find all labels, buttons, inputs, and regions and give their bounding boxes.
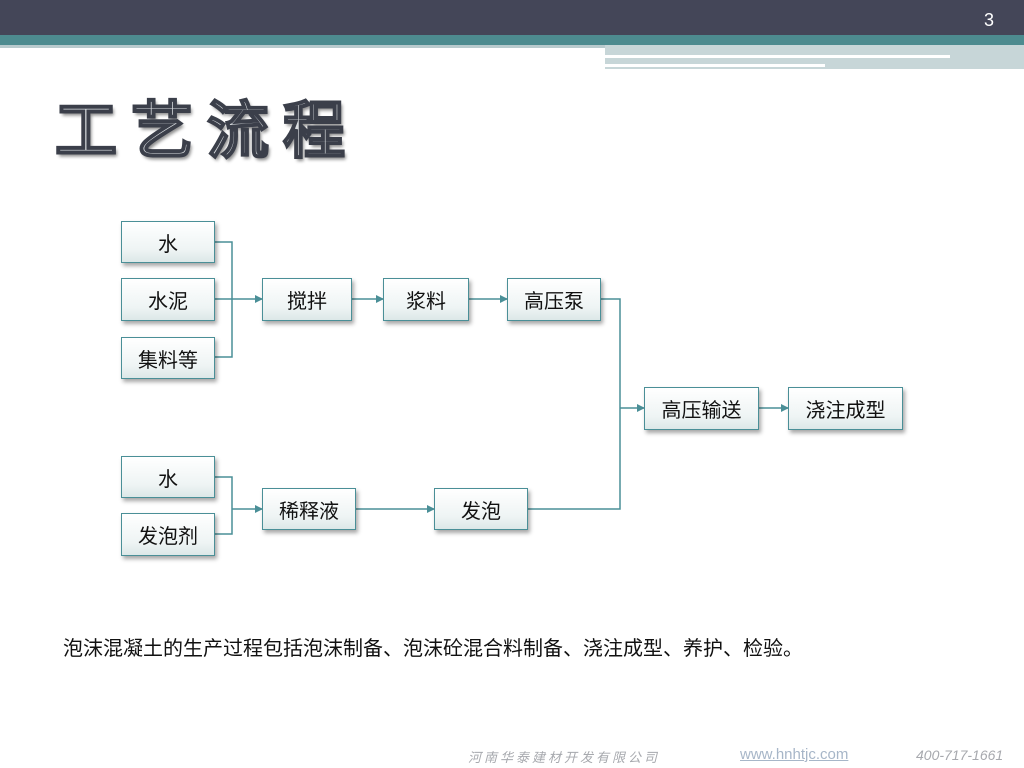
node-high-pressure-transport[interactable]: 高压输送 xyxy=(644,387,759,430)
node-water-upper[interactable]: 水 xyxy=(121,221,215,263)
footer-website-link[interactable]: www.hnhtjc.com xyxy=(740,746,849,763)
footer-phone: 400-717-1661 xyxy=(916,747,1004,763)
connector-pump-to-merge xyxy=(528,298,621,510)
node-slurry[interactable]: 浆料 xyxy=(383,278,469,321)
header-deco-line-4 xyxy=(605,64,825,67)
slide-caption: 泡沫混凝土的生产过程包括泡沫制备、泡沫砼混合料制备、浇注成型、养护、检验。 xyxy=(63,636,803,660)
header-deco-line-3 xyxy=(605,55,950,58)
footer-company: 河南华泰建材开发有限公司 xyxy=(468,751,661,766)
header-accent-band xyxy=(0,35,1024,45)
header-bar xyxy=(0,0,1024,35)
slide-number: 3 xyxy=(983,10,994,30)
node-diluent[interactable]: 稀释液 xyxy=(262,488,356,530)
connector-water-to-bracket xyxy=(215,241,233,358)
connector-lower-bracket xyxy=(215,476,233,535)
node-cement[interactable]: 水泥 xyxy=(121,278,215,321)
node-high-pressure-pump[interactable]: 高压泵 xyxy=(507,278,601,321)
node-aggregate[interactable]: 集料等 xyxy=(121,337,215,379)
node-mixing[interactable]: 搅拌 xyxy=(262,278,352,321)
node-water-lower[interactable]: 水 xyxy=(121,456,215,498)
node-foaming-agent[interactable]: 发泡剂 xyxy=(121,513,215,556)
slide-title: 工艺流程 xyxy=(54,94,360,167)
node-pouring-molding[interactable]: 浇注成型 xyxy=(788,387,903,430)
header-deco-line-1 xyxy=(0,45,605,48)
node-foaming[interactable]: 发泡 xyxy=(434,488,528,530)
